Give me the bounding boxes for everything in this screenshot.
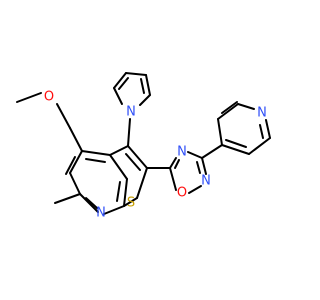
- bond: [127, 118, 131, 147]
- bond: [248, 137, 271, 155]
- bond: [237, 103, 255, 110]
- sulfur-atom-label: S: [127, 196, 135, 211]
- bond: [69, 150, 83, 174]
- bond: [127, 145, 148, 169]
- oxygen-atom-label: O: [177, 186, 187, 201]
- bond: [174, 159, 180, 169]
- bond: [145, 74, 151, 96]
- bond: [140, 78, 145, 94]
- molecule-diagram: O N N S N O N N: [16, 72, 271, 221]
- bond: [113, 72, 127, 89]
- bond: [125, 72, 147, 76]
- nitrogen-atom-label: N: [257, 106, 267, 121]
- bond: [169, 167, 177, 191]
- bond: [69, 127, 83, 152]
- bond: [123, 178, 128, 207]
- bond: [85, 197, 98, 209]
- bond: [217, 118, 223, 146]
- structure-svg: O N N S N O N N: [16, 72, 271, 221]
- bond: [54, 193, 81, 204]
- bond: [16, 92, 42, 103]
- bond: [221, 101, 238, 114]
- nitrogen-atom-label: N: [177, 145, 187, 160]
- bond: [81, 150, 111, 156]
- bond: [169, 157, 177, 169]
- bond: [109, 154, 128, 180]
- bond: [85, 158, 106, 163]
- bond: [69, 172, 81, 195]
- bond: [123, 197, 138, 207]
- nitrogen-atom-label: N: [201, 174, 211, 189]
- bond: [225, 139, 247, 148]
- bond: [265, 119, 271, 139]
- bond: [259, 124, 264, 139]
- bond: [109, 145, 129, 156]
- bond: [65, 156, 76, 175]
- oxygen-atom-label: O: [44, 90, 54, 105]
- nitrogen-atom-label: N: [126, 105, 136, 120]
- bond: [79, 193, 99, 213]
- bond: [188, 185, 202, 194]
- bond: [125, 153, 141, 171]
- bond: [217, 103, 239, 120]
- bond: [187, 151, 203, 159]
- bond: [116, 181, 121, 202]
- bond: [201, 157, 207, 175]
- bond: [201, 144, 223, 159]
- bond: [118, 77, 129, 90]
- nitrogen-atom-label: N: [96, 206, 106, 221]
- bond: [196, 161, 201, 174]
- bond: [139, 94, 151, 106]
- bond: [103, 205, 125, 215]
- bond: [221, 144, 250, 155]
- bond: [113, 87, 123, 105]
- bond: [56, 103, 71, 129]
- bond: [136, 167, 148, 199]
